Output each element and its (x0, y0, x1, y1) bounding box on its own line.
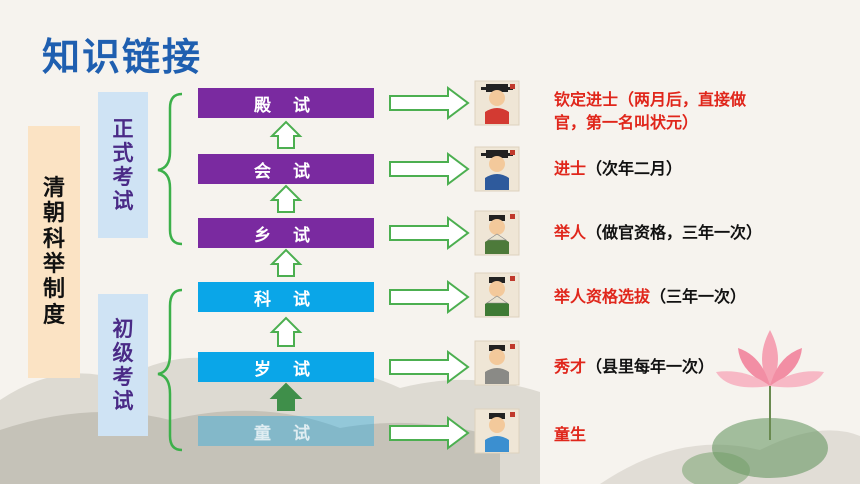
main-label-char: 朝 (42, 201, 65, 227)
basic-group-brace (157, 288, 183, 452)
main-label-char: 制 (42, 277, 65, 303)
group-label-char: 初 (112, 316, 134, 341)
exam-box-suishi: 岁 试 (198, 352, 374, 382)
group-label-char: 试 (112, 189, 134, 214)
up-arrow-icon (269, 184, 303, 213)
right-arrow-icon (389, 152, 470, 186)
scholar-avatar-red-robe (474, 80, 520, 126)
result-suishi: 秀才（县里每年一次） (554, 355, 714, 378)
result-title: 秀才 (554, 357, 587, 376)
main-label-char: 清 (42, 176, 65, 202)
group-braces (157, 92, 183, 452)
result-detail: （两月后，直接做 (618, 90, 747, 109)
right-arrow-icon (389, 280, 470, 314)
exam-box-huishi: 会 试 (198, 154, 374, 184)
right-arrow-icon (389, 416, 470, 450)
main-label-char: 度 (42, 302, 65, 328)
main-label-char: 举 (42, 252, 65, 277)
result-title: 举人资格选拔 (554, 287, 651, 306)
result-detail-line2: 官，第一名叫状元） (554, 113, 699, 133)
group-label-char: 级 (112, 340, 134, 365)
result-tongshi: 童生 (554, 423, 586, 446)
scholar-avatar-blue-robe (474, 146, 520, 192)
result-title: 钦定进士 (554, 90, 619, 109)
right-arrow-icon (389, 216, 470, 250)
formal-exam-group-label: 正 式 考 试 (98, 92, 148, 238)
up-arrow-icon (269, 316, 303, 347)
right-arrow-icon (389, 350, 470, 384)
result-huishi: 进士（次年二月） (554, 157, 682, 180)
result-xiangshi: 举人（做官资格，三年一次） (554, 221, 762, 244)
page-title: 知识链接 (42, 35, 203, 79)
result-title: 童生 (554, 425, 587, 444)
group-label-char: 考 (112, 365, 134, 389)
exam-box-dianshi: 殿 试 (198, 88, 374, 118)
exam-box-keshi: 科 试 (198, 282, 374, 312)
exam-box-xiangshi: 乡 试 (198, 218, 374, 248)
up-arrow-icon (269, 382, 303, 411)
formal-group-brace (157, 92, 183, 246)
result-detail: （三年一次） (650, 287, 747, 306)
group-label-char: 式 (112, 140, 134, 165)
group-label-char: 正 (112, 116, 134, 141)
main-label-char: 科 (42, 226, 65, 252)
scholar-avatar-gray-robe (474, 340, 520, 386)
result-detail: （次年二月） (586, 159, 683, 178)
basic-exam-group-label: 初 级 考 试 (98, 294, 148, 436)
group-label-char: 考 (112, 165, 134, 189)
right-arrow-icon (389, 86, 470, 120)
up-arrow-icon (269, 120, 303, 149)
scholar-avatar-fan (474, 210, 520, 256)
result-detail: （县里每年一次） (586, 357, 715, 376)
result-title: 举人 (554, 223, 587, 242)
lotus-flower-icon (682, 330, 828, 484)
result-detail: （做官资格，三年一次） (586, 223, 763, 242)
group-label-char: 试 (112, 389, 134, 414)
up-arrow-icon (269, 248, 303, 277)
scholar-avatar-light-blue-robe (474, 408, 520, 454)
result-keshi: 举人资格选拔（三年一次） (554, 285, 746, 308)
scholar-avatar-fan-green (474, 272, 520, 318)
exam-box-tongshi: 童 试 (198, 416, 374, 446)
result-title: 进士 (554, 159, 587, 178)
result-dianshi: 钦定进士（两月后，直接做 官，第一名叫状元） (554, 88, 746, 134)
main-label-box: 清 朝 科 举 制 度 (28, 126, 80, 378)
